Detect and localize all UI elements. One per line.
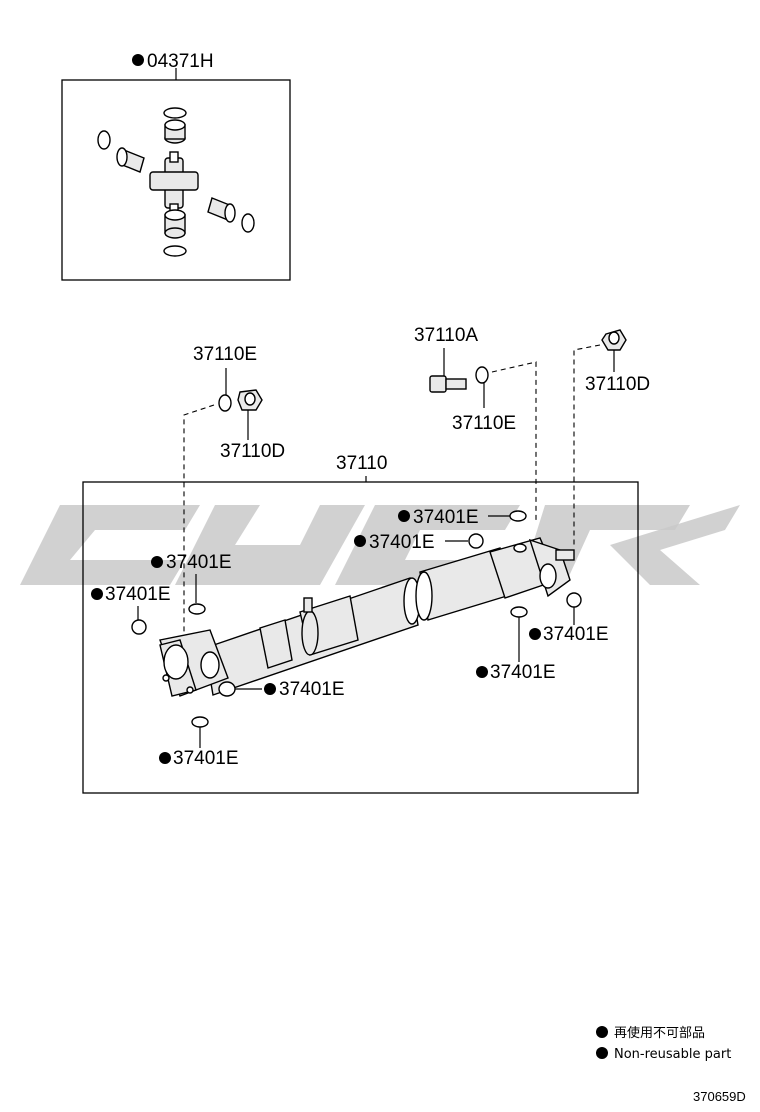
legend: 再使用不可部品 Non-reusable part — [596, 1025, 731, 1062]
snap-ring — [510, 606, 528, 618]
propeller-shaft — [159, 537, 575, 697]
non-reusable-dot — [159, 752, 171, 764]
non-reusable-dot — [529, 628, 541, 640]
label-nut-left: 37110D — [220, 441, 285, 462]
right-bolt-group: 37110A 37110E — [414, 325, 537, 520]
washer — [475, 366, 489, 384]
snap-ring — [191, 716, 209, 728]
label-shaft-assy: 37110 — [336, 453, 387, 474]
figure-code: 370659D — [693, 1089, 746, 1104]
non-reusable-dot — [354, 535, 366, 547]
label-washer-left: 37110E — [193, 344, 257, 365]
left-washer-group: 37110E 37110D — [183, 344, 285, 632]
label-kit: 04371H — [147, 51, 214, 72]
label-nut-right: 37110D — [585, 374, 650, 395]
legend-dot — [596, 1047, 608, 1059]
label-ring-6: 37401E — [490, 662, 556, 683]
bolt — [429, 375, 467, 393]
label-ring-3: 37401E — [166, 552, 232, 573]
legend-dot — [596, 1026, 608, 1038]
kit-box: 04371H — [61, 51, 291, 281]
right-nut-group: 37110D — [573, 329, 650, 545]
non-reusable-dot — [151, 556, 163, 568]
shaft-assembly-frame: 37110 — [82, 453, 639, 794]
snap-ring — [468, 533, 484, 549]
bearing-cup — [116, 147, 145, 173]
legend-jp: 再使用不可部品 — [614, 1025, 705, 1041]
label-ring-4: 37401E — [105, 584, 171, 605]
non-reusable-dot — [398, 510, 410, 522]
non-reusable-dot — [132, 54, 144, 66]
non-reusable-dot — [264, 683, 276, 695]
nut — [237, 389, 263, 411]
front-flange-yoke — [159, 629, 229, 697]
bearing-cup — [164, 119, 186, 144]
label-ring-8: 37401E — [173, 748, 239, 769]
grease-fitting — [303, 597, 313, 613]
rear-flange-yoke — [489, 537, 575, 599]
snap-ring — [218, 681, 236, 697]
label-washer-right: 37110E — [452, 413, 516, 434]
washer — [218, 394, 232, 412]
non-reusable-dot — [91, 588, 103, 600]
label-ring-7: 37401E — [279, 679, 345, 700]
snap-ring-labels: 37401E 37401E 37401E 37401E 37401E 37401… — [91, 507, 609, 769]
label-ring-5: 37401E — [543, 624, 609, 645]
snap-ring — [188, 603, 206, 615]
snap-ring — [566, 592, 582, 608]
legend-en: Non-reusable part — [614, 1047, 731, 1062]
snap-ring — [131, 619, 147, 635]
universal-joint-spider — [149, 151, 199, 215]
snap-ring — [97, 107, 255, 257]
bearing-cup — [207, 197, 236, 223]
label-ring-2: 37401E — [369, 532, 435, 553]
bearing-cup — [164, 209, 186, 239]
label-bolt: 37110A — [414, 325, 478, 346]
nut — [601, 329, 627, 351]
label-ring-1: 37401E — [413, 507, 479, 528]
snap-ring — [509, 510, 527, 522]
non-reusable-dot — [476, 666, 488, 678]
